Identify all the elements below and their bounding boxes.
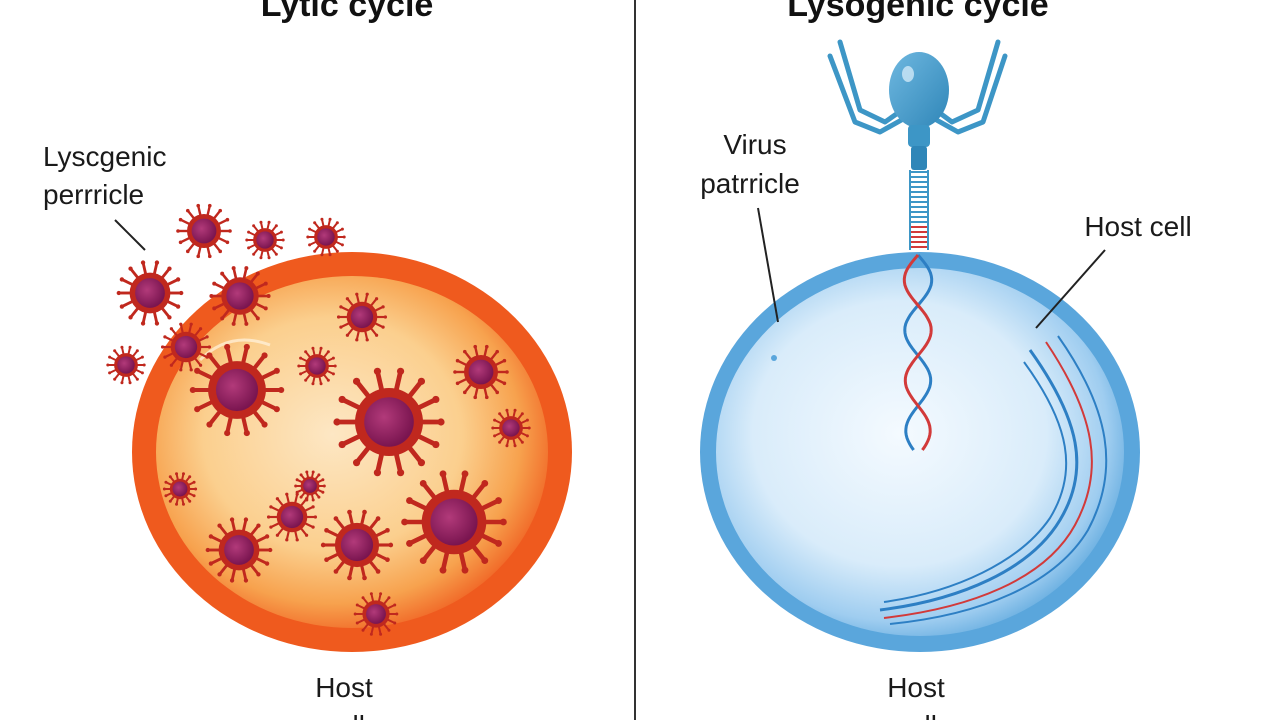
virus-particle-icon <box>106 345 146 385</box>
virus-particle-icon <box>306 217 346 257</box>
virus-label-pointer <box>757 207 779 323</box>
lysogenic-host-label-line2: cell <box>895 710 937 720</box>
virus-particle-icon <box>320 509 394 581</box>
virus-label-line1: Virus <box>723 129 786 160</box>
virus-particle-icon <box>209 266 271 326</box>
virus-particle-icon <box>294 470 326 502</box>
virus-particle-icon <box>189 343 285 437</box>
virus-particle-icon <box>353 592 399 636</box>
host-chromosome <box>879 335 1108 625</box>
lytic-panel: Lytic cycle Lyscgenic perrricle Host cel… <box>43 0 572 720</box>
lytic-title: Lytic cycle <box>261 0 434 24</box>
lysogenic-host-cell <box>700 252 1140 652</box>
virus-particle-icon <box>205 517 273 583</box>
lytic-virus-group <box>106 203 531 636</box>
bacteriophage-icon <box>827 39 1008 250</box>
virus-particle-icon <box>245 220 285 260</box>
virus-particle-icon <box>266 492 318 542</box>
virus-particle-icon <box>116 260 184 326</box>
host-cell-label: Host cell <box>1084 211 1191 242</box>
virus-particle-icon <box>333 367 445 477</box>
lytic-particle-label-line2: perrricle <box>43 179 144 210</box>
lytic-particle-label-line1: Lyscgenic <box>43 141 166 172</box>
lytic-particle-pointer <box>114 219 146 251</box>
lytic-host-label-line2: cell <box>323 710 365 720</box>
virus-particle-icon <box>297 346 337 386</box>
viral-dna-helix <box>902 254 934 451</box>
virus-particle-icon <box>176 203 232 259</box>
virus-particle-icon <box>336 292 388 342</box>
lysogenic-panel: Lysogenic cycle <box>700 0 1192 720</box>
virus-particle-icon <box>453 344 509 400</box>
virus-particle-icon <box>401 470 507 574</box>
virus-label-line2: patrricle <box>700 168 800 199</box>
lysogenic-title: Lysogenic cycle <box>787 0 1048 24</box>
virus-particle-icon <box>491 408 531 448</box>
virus-particle-icon <box>160 322 212 372</box>
virus-particle-icon <box>162 472 198 506</box>
lytic-host-label-line1: Host <box>315 672 373 703</box>
host-cell-pointer <box>1035 249 1106 329</box>
lysogenic-host-label-line1: Host <box>887 672 945 703</box>
